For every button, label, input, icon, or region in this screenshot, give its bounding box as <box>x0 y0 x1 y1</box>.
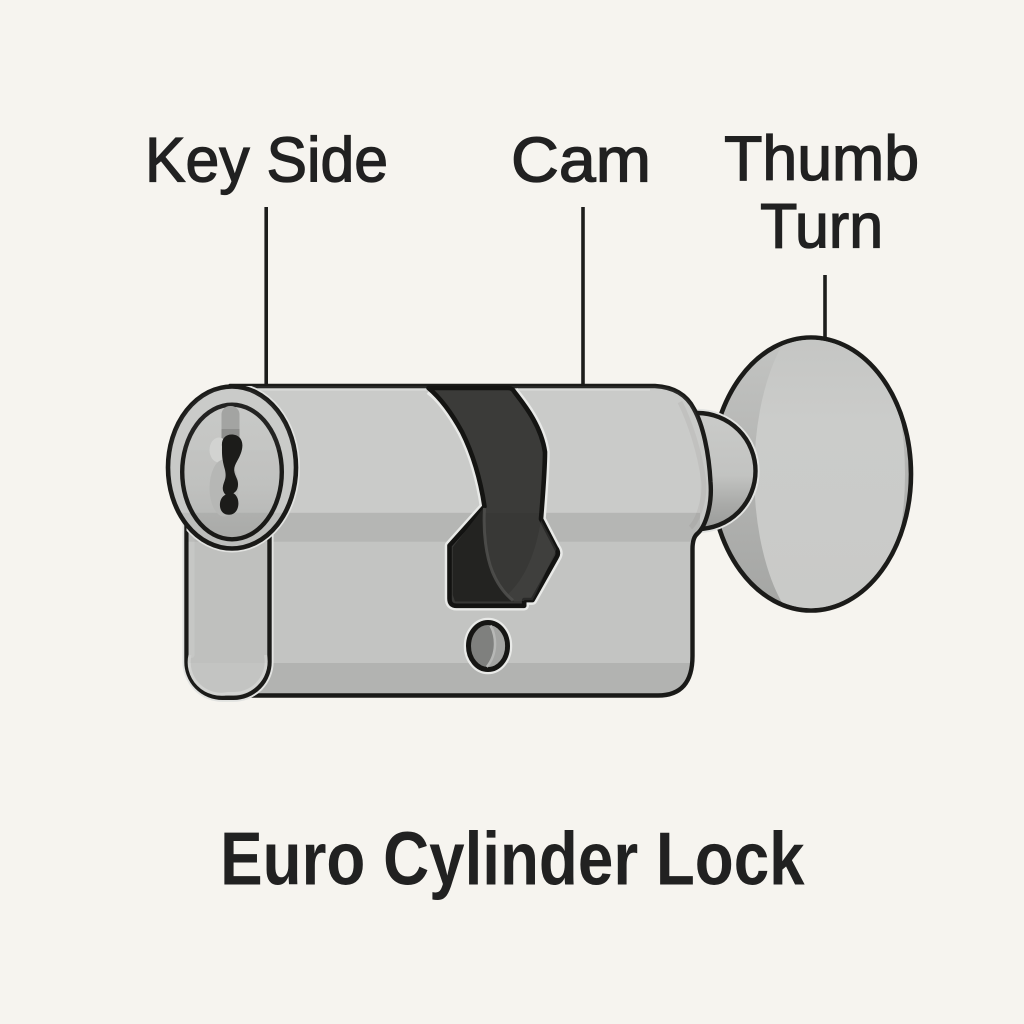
svg-text:Euro Cylinder Lock: Euro Cylinder Lock <box>220 817 805 901</box>
svg-text:Thumb: Thumb <box>724 124 919 194</box>
svg-text:Key Side: Key Side <box>145 126 388 196</box>
svg-text:Cam: Cam <box>511 126 651 196</box>
svg-text:Turn: Turn <box>760 191 883 261</box>
